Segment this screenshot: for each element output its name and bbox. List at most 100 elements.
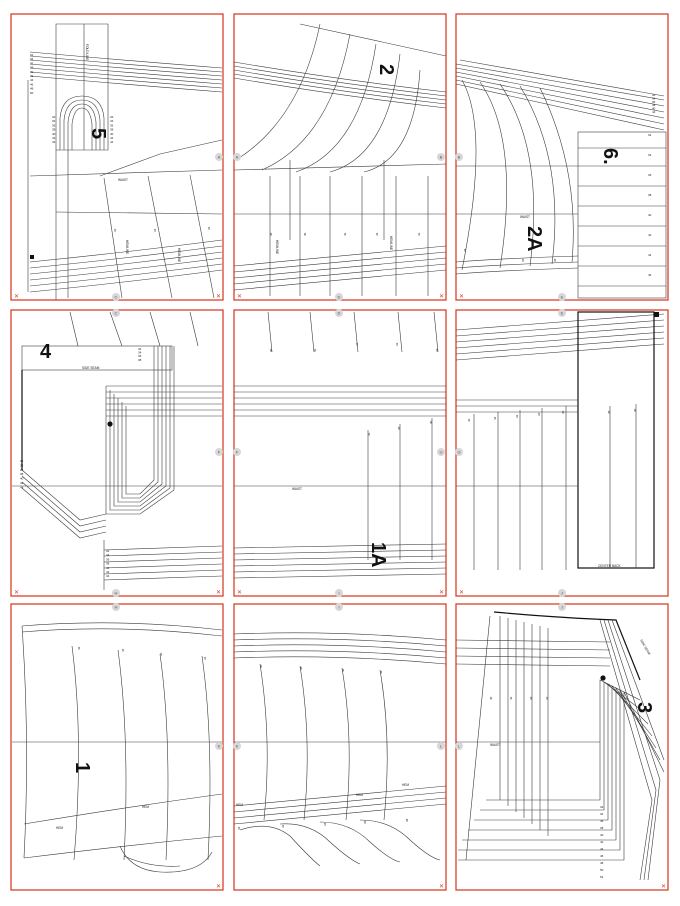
size-label: 40	[648, 213, 652, 217]
size-label: 32	[52, 115, 56, 119]
size-tag: 40	[429, 420, 433, 424]
svg-text:B: B	[458, 155, 461, 160]
svg-text:✕: ✕	[459, 589, 464, 596]
size-label: 50	[30, 91, 34, 95]
size-label: 38	[30, 66, 34, 70]
size-tag: 32	[113, 228, 117, 232]
size-tag: 44	[237, 826, 241, 830]
size-label: 46	[648, 273, 652, 277]
svg-text:K: K	[218, 744, 221, 749]
svg-text:A: A	[236, 155, 239, 160]
piece-numbers: 5 2 6. 2A 4 1A 1 3	[40, 64, 655, 773]
size-label: 42	[648, 233, 652, 237]
size-tag: 38	[299, 666, 303, 670]
piece-label-1: 1	[71, 762, 93, 773]
svg-text:D: D	[338, 311, 341, 316]
center-back-label-t6: CENTER BACK	[598, 564, 622, 568]
tile-1-pattern	[27, 23, 223, 300]
size-label: 36	[30, 61, 34, 65]
marker-i-t8: I	[335, 603, 343, 611]
marker-g-t6: G	[455, 448, 463, 456]
marker-k-t7: K	[215, 742, 223, 750]
svg-text:L: L	[458, 744, 461, 749]
svg-text:L: L	[440, 744, 443, 749]
size-tag: 36	[259, 664, 263, 668]
svg-text:C: C	[115, 295, 118, 300]
size-label: 36	[52, 123, 56, 127]
size-label: 36	[652, 100, 656, 104]
cut-lines	[11, 14, 668, 890]
tile-2-pattern	[233, 23, 447, 296]
size-tag: 36	[521, 258, 525, 262]
tile-frame-9	[455, 603, 669, 891]
piece-label-6: 6.	[599, 148, 621, 165]
hemline-label-t1a: HEMLINE	[125, 240, 129, 254]
size-tag: 32	[417, 232, 421, 236]
size-label: 32	[138, 347, 142, 351]
notch-markers: A C A B D B E C F H D F G I E G J H K I …	[112, 153, 566, 750]
piece-label-5: 5	[87, 128, 109, 139]
size-tag: 40	[341, 668, 345, 672]
tile-frames	[10, 13, 669, 891]
size-label: 38	[648, 193, 652, 197]
size-tag: 38	[607, 410, 611, 414]
marker-f-t4: F	[215, 448, 223, 456]
size-label: 38	[600, 826, 604, 830]
piece-label-3: 3	[633, 702, 655, 713]
size-label: 48	[30, 87, 34, 91]
side-seam-label-t9: SIDE SEAM	[639, 639, 651, 656]
tile-4-pattern	[12, 311, 223, 590]
svg-text:✕: ✕	[216, 589, 221, 596]
size-tag: 38	[405, 818, 409, 822]
piece-label-4: 4	[40, 341, 52, 363]
tile-frame-3	[455, 13, 669, 301]
size-label: 42	[52, 136, 56, 140]
size-label: 44	[30, 78, 34, 82]
marker-e-t3: E	[558, 293, 566, 301]
tile-frame-8	[233, 603, 447, 891]
size-tag: 44	[121, 648, 125, 652]
size-tag: 34	[323, 822, 327, 826]
size-label: 32	[20, 459, 24, 463]
size-label: 34	[138, 351, 142, 355]
size-tag: 32	[159, 652, 163, 656]
size-label-columns: 3234363840424446485032343638404244323436…	[20, 53, 656, 879]
size-label: 32	[110, 115, 114, 119]
tile-7-pattern	[12, 622, 223, 873]
svg-text:E: E	[561, 311, 564, 316]
svg-text:I: I	[338, 605, 339, 610]
marker-i-t5: I	[335, 589, 343, 597]
marker-j-t9: J	[558, 603, 566, 611]
size-label: 40	[652, 107, 656, 111]
size-label: 34	[600, 812, 604, 816]
marker-l-t9: L	[455, 742, 463, 750]
size-label: 32	[652, 93, 656, 97]
size-label: 52	[600, 875, 604, 879]
size-tag: 32	[281, 824, 285, 828]
size-label: 44	[110, 140, 114, 144]
waist-label-t9: WAIST	[490, 743, 500, 747]
side-seam-label-t4: SIDE SEAM	[82, 366, 100, 370]
size-label: 34	[652, 96, 656, 100]
svg-text:F: F	[236, 450, 239, 455]
size-label: 44	[106, 574, 110, 578]
size-label: 42	[600, 840, 604, 844]
size-label: 34	[52, 119, 56, 123]
svg-text:C: C	[115, 311, 118, 316]
size-label: 40	[52, 132, 56, 136]
marker-b-t3: B	[455, 153, 463, 161]
svg-text:✕: ✕	[216, 883, 221, 890]
size-label: 42	[20, 481, 24, 485]
size-label: 34	[648, 153, 652, 157]
size-tag: 42	[343, 232, 347, 236]
svg-text:G: G	[457, 450, 460, 455]
piece-label-2: 2	[375, 64, 397, 75]
svg-text:A: A	[218, 155, 221, 160]
size-label: 36	[106, 557, 110, 561]
size-label: 38	[52, 128, 56, 132]
size-tag: 34	[463, 248, 467, 252]
svg-text:✕: ✕	[661, 883, 666, 890]
size-label: 32	[600, 805, 604, 809]
size-tag: 32	[395, 342, 399, 346]
size-tag: 42	[313, 348, 317, 352]
